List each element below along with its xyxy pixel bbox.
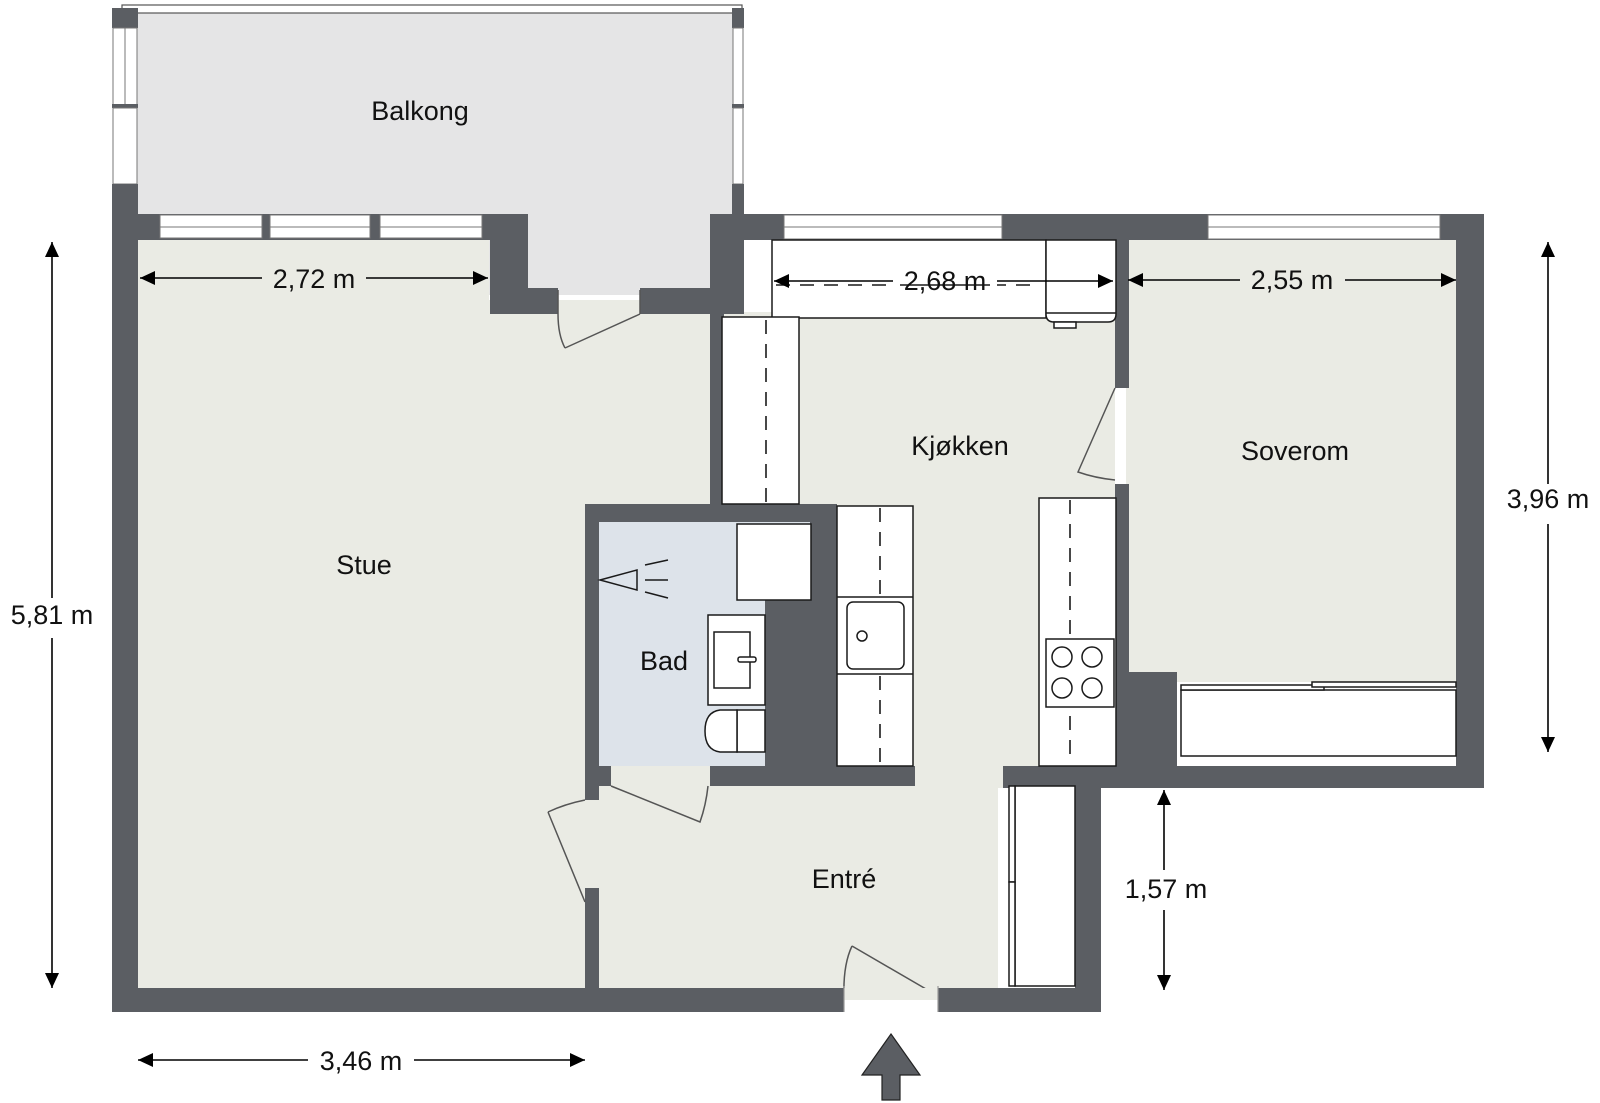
room-label-kjokken: Kjøkken [911,431,1009,461]
room-label-bad: Bad [640,646,688,676]
walls [112,184,1484,1012]
dimension-stue-height: 5,81 m [11,600,94,630]
dimension-stue-width-top: 2,72 m [273,264,356,294]
windows [159,214,1441,240]
entrance-arrow-icon [860,1032,922,1101]
dimension-soverom-height: 3,96 m [1507,484,1590,514]
dimension-soverom-width: 2,55 m [1251,265,1334,295]
storage-fixtures [1008,681,1457,987]
dimension-kjokken-width: 2,68 m [904,266,987,296]
room-label-entre: Entré [812,864,877,894]
room-label-stue: Stue [336,550,392,580]
bathroom-fixtures [597,523,812,753]
room-label-balkong: Balkong [371,96,469,126]
dimension-stue-width-bottom: 3,46 m [320,1046,403,1076]
dimension-entre-height: 1,57 m [1125,874,1208,904]
doors [547,290,1116,1012]
room-label-soverom: Soverom [1241,436,1349,466]
room-labels: Balkong Stue Kjøkken Soverom Bad Entré [336,96,1349,894]
dimension-lines: 2,72 m 2,68 m 2,55 m 3,96 m 5,81 m 3,46 … [0,242,1600,1076]
